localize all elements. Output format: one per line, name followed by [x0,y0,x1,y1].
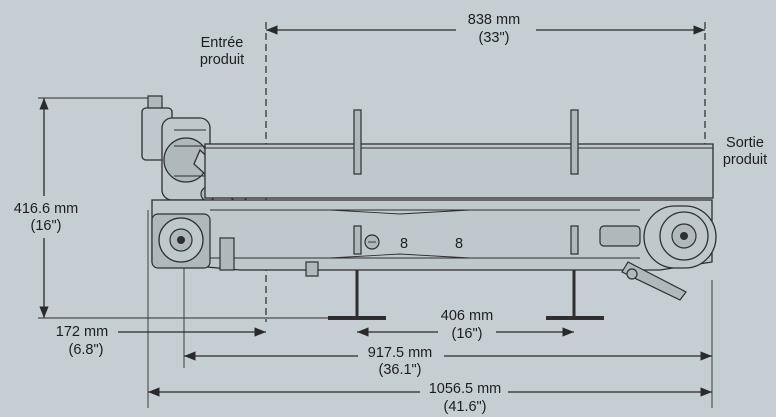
guide-left [353,109,362,175]
sortie-label-1: Sortie [726,135,764,151]
height-mm: 416.6 mm [14,201,78,217]
center-fitting [305,261,319,277]
frame-mark-8b: 8 [455,236,463,252]
offset-mm: 172 mm [56,324,108,340]
mid-length-mm: 917.5 mm [368,345,432,361]
top-width-mm: 838 mm [468,12,520,28]
guide-right [570,109,579,175]
offset-in: (6.8") [69,342,104,358]
entree-label-2: produit [200,52,244,68]
stand-right-foot [546,316,604,320]
top-width-in: (33") [479,30,510,46]
stand-spacing-in: (16") [452,326,483,342]
left-bracket [219,237,235,271]
entree-label-1: Entrée [201,35,244,51]
overall-length-mm: 1056.5 mm [429,381,502,397]
conveyor-machine: 8 8 [141,95,717,320]
mid-length-in: (36.1") [378,362,421,378]
stand-spacing-mm: 406 mm [441,308,493,324]
height-in: (16") [31,218,62,234]
conveyor-bed [204,143,714,199]
tension-arm [621,261,687,301]
frame-mark-8a: 8 [400,236,408,252]
overall-length-in: (41.6") [443,399,486,415]
sortie-label-2: produit [723,152,767,168]
tensioner [599,225,641,247]
stand-left-foot [328,316,386,320]
